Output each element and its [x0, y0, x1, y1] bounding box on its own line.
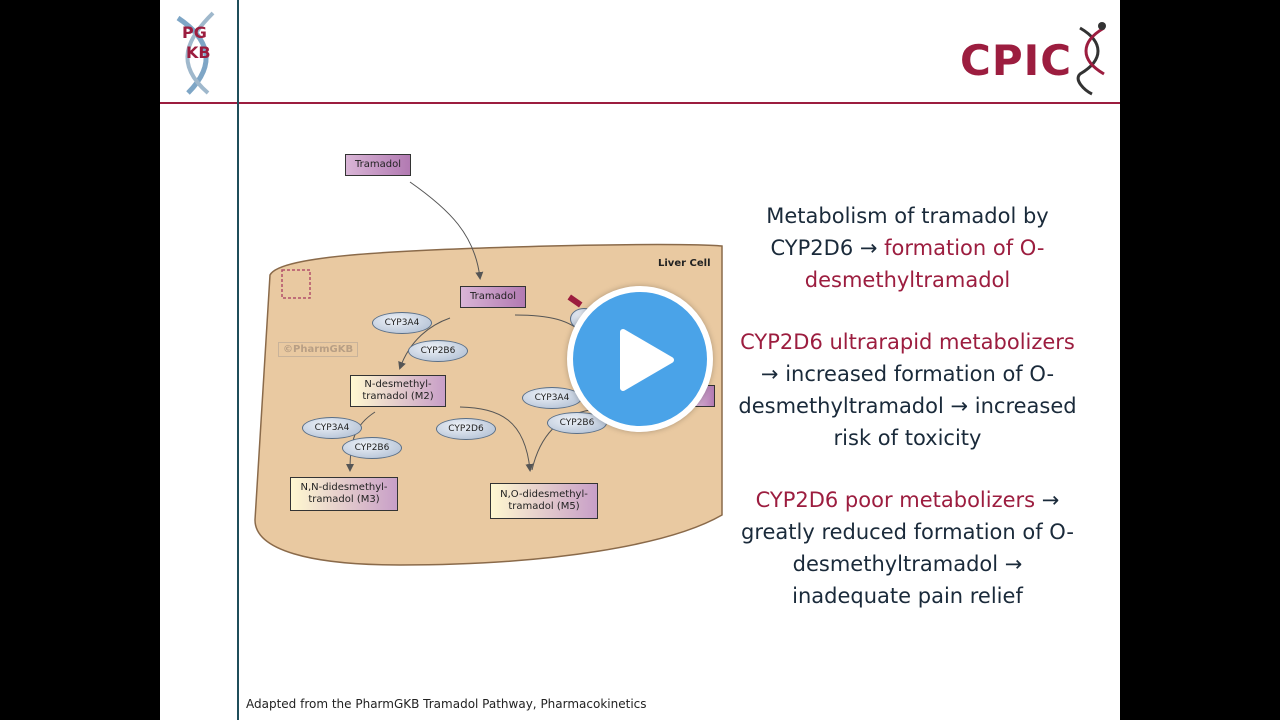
pgkb-logo-text-bottom: KB — [186, 43, 211, 62]
liver-cell-label: Liver Cell — [658, 258, 711, 269]
node-m3: N,N-didesmethyl- tramadol (M3) — [290, 477, 398, 511]
paragraph-metabolism-accent: formation of O-desmethyltramadol — [804, 236, 1045, 292]
pgkb-logo-text-top: PG — [182, 23, 207, 42]
enzyme-cyp2b6-2: CYP2B6 — [342, 437, 402, 459]
cpic-logo: CPIC — [960, 20, 1110, 96]
dna-helix-icon — [1076, 22, 1106, 96]
arrow-import — [409, 181, 484, 280]
enzyme-cyp2d6: CYP2D6 — [436, 418, 496, 440]
node-m5-line1: N,O-didesmethyl- — [500, 489, 588, 500]
paragraph-poor: CYP2D6 poor metabolizers → greatly reduc… — [730, 484, 1085, 612]
source-caption: Adapted from the PharmGKB Tramadol Pathw… — [246, 697, 647, 711]
header-divider — [160, 102, 1120, 104]
paragraph-metabolism: Metabolism of tramadol by CYP2D6 → forma… — [730, 200, 1085, 296]
node-m2-line2: tramadol (M2) — [362, 391, 434, 402]
text-panel: Metabolism of tramadol by CYP2D6 → forma… — [730, 200, 1085, 642]
cpic-logo-text: CPIC — [960, 36, 1073, 85]
pgkb-logo: PG KB — [168, 8, 228, 98]
inhibitor-mark — [567, 294, 583, 308]
pharmgkb-watermark: ©PharmGKB — [278, 342, 359, 357]
paragraph-ultrarapid-accent: CYP2D6 ultrarapid metabolizers — [740, 330, 1075, 354]
node-tramadol-intracellular: Tramadol — [460, 286, 526, 308]
left-divider — [237, 0, 239, 720]
paragraph-ultrarapid: CYP2D6 ultrarapid metabolizers → increas… — [730, 326, 1085, 454]
paragraph-metabolism-text: Metabolism of tramadol by CYP2D6 → — [766, 204, 1049, 260]
enzyme-cyp3a4-3: CYP3A4 — [522, 387, 582, 409]
membrane-transporter — [281, 269, 311, 299]
paragraph-poor-text: → greatly reduced formation of O-desmeth… — [740, 488, 1074, 608]
arrow-m2-to-m5 — [459, 406, 534, 472]
paragraph-poor-accent: CYP2D6 poor metabolizers — [755, 488, 1036, 512]
play-icon — [620, 329, 674, 391]
node-m2-line1: N-desmethyl- — [364, 379, 432, 390]
play-button[interactable] — [567, 286, 713, 432]
node-m2: N-desmethyl- tramadol (M2) — [350, 375, 446, 407]
node-m5: N,O-didesmethyl- tramadol (M5) — [490, 483, 598, 519]
node-tramadol-extracellular: Tramadol — [345, 154, 411, 176]
node-m5-line2: tramadol (M5) — [508, 501, 580, 512]
enzyme-cyp3a4-1: CYP3A4 — [372, 312, 432, 334]
node-m3-line2: tramadol (M3) — [308, 494, 380, 505]
arrow-to-m2 — [398, 317, 451, 370]
enzyme-cyp2b6-1: CYP2B6 — [408, 340, 468, 362]
paragraph-ultrarapid-text: → increased formation of O-desmethyltram… — [738, 362, 1077, 450]
enzyme-cyp3a4-2: CYP3A4 — [302, 417, 362, 439]
node-m3-line1: N,N-didesmethyl- — [300, 482, 388, 493]
